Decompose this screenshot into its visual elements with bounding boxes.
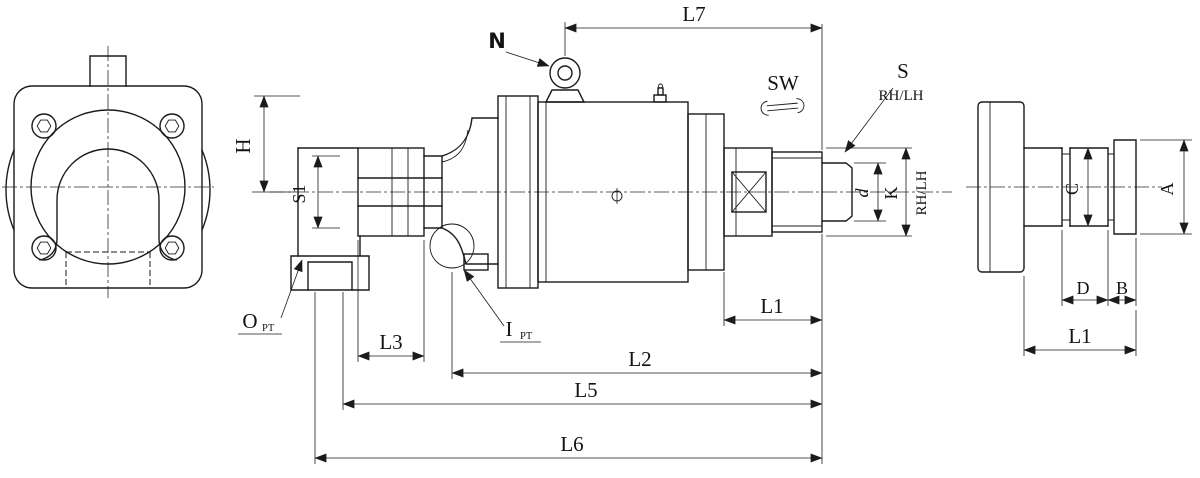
port-O-sub: PT [262,323,275,334]
housing-body [497,95,725,289]
rotor-shaft-view: A C D B L1 [966,101,1192,356]
dim-label-L1-right: L1 [1068,324,1091,348]
hatch-upper [357,147,425,179]
dim-L1-right: L1 [1023,276,1137,356]
grease-fitting [653,83,667,103]
label-S-text: S [897,59,909,83]
bolt-hole [31,235,57,261]
dim-S1: S1 [289,155,340,229]
elbow-fitting [290,147,370,291]
dim-C: C [1062,147,1093,227]
dim-B: B [1107,238,1137,306]
dim-label-L1-mid: L1 [760,294,783,318]
port-I-sub: PT [520,331,533,342]
dim-label-d: d [852,188,872,198]
dim-label-C: C [1062,183,1082,195]
label-S-thread: S RH/LH [844,59,924,153]
leader-port-O [280,259,303,319]
leader-N [505,51,550,67]
label-RHLH-top: RH/LH [879,88,924,104]
inlet-port-boss [429,223,475,269]
hatch-lower [357,205,425,237]
center-mark [611,188,623,204]
dim-label-S1: S1 [289,184,309,203]
lifting-eye [544,57,586,103]
dim-L5: L5 [342,292,823,410]
dim-A: A [1140,139,1192,235]
top-port-stub [89,55,127,87]
dim-label-L6: L6 [560,432,583,456]
shaft [723,147,853,237]
threaded-section [771,151,823,233]
label-N: N [488,29,550,67]
label-SW-text: SW [767,71,799,95]
dim-label-L5: L5 [574,378,597,402]
right-bulge-arc [201,149,211,231]
leader-S [844,87,894,153]
leader-port-I [463,269,505,327]
label-RHLH-right: RH/LH [914,170,930,215]
bell-housing [429,117,499,271]
port-O-text: O [242,309,257,333]
shaft-flange [977,101,1025,273]
flange-outline [13,85,203,289]
hex-flats-mark [731,171,767,213]
nipple-hatch-lower [423,205,443,229]
hidden-bore-lines [65,251,151,286]
port-I-text: I [506,317,513,341]
dim-label-K: K [881,187,901,200]
dim-label-L7: L7 [682,2,705,26]
dim-label-H: H [231,138,255,153]
pilot-end [821,162,853,222]
inlet-port-square [463,253,489,271]
label-SW: SW [760,71,805,116]
bottom-port-opening [307,261,353,291]
bolt-hole [31,113,57,139]
dim-K: K RH/LH [826,147,930,237]
dim-label-B: B [1116,278,1128,298]
dim-L1-mid: L1 [723,272,823,326]
center-dome-bore [39,148,177,261]
dim-L7: L7 [564,2,823,56]
dim-label-D: D [1077,278,1090,298]
dim-L3: L3 [357,240,425,362]
dim-label-A: A [1157,183,1177,196]
main-section-view: L7 N H S1 SW S RH/LH [231,2,952,464]
dim-L2: L2 [451,272,823,379]
label-port-I: I PT [463,269,541,343]
bolt-hole [159,113,185,139]
dim-label-L3: L3 [379,330,402,354]
dim-label-L2: L2 [628,347,651,371]
thread-lines [772,157,822,227]
body-circle [30,109,186,265]
dim-L6: L6 [314,292,823,464]
front-view-flange [2,46,214,298]
label-N-text: N [488,29,506,53]
dim-D: D [1061,230,1109,306]
hose-nut-section [357,147,443,237]
bolt-hole [159,235,185,261]
dim-d: d [852,162,886,222]
dim-H: H [231,95,300,193]
left-bulge-arc [5,149,15,231]
label-port-O: O PT [238,259,303,335]
wrench-icon [760,98,805,116]
nipple-hatch-upper [423,155,443,179]
